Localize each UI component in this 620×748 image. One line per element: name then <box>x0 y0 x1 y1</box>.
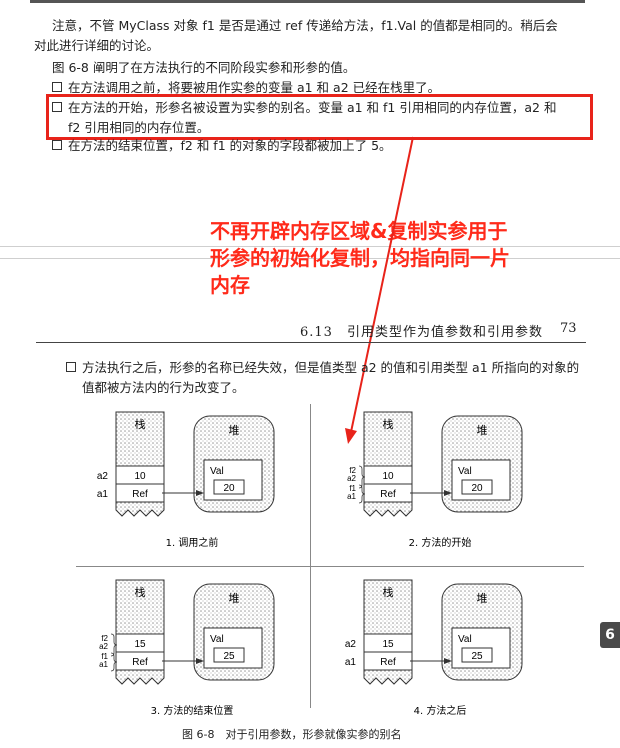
annotation-line1: 不再开辟内存区域&复制实参用于 <box>210 219 508 243</box>
variable-label: f2 <box>101 634 108 643</box>
page-separator <box>0 246 620 247</box>
stack-label: 栈 <box>135 417 146 431</box>
variable-label: a2 <box>347 474 356 483</box>
variable-label: f1 <box>349 484 356 493</box>
bullet-text-continued: f2 引用相同的内存位置。 <box>68 120 210 135</box>
checkbox-bullet-icon <box>66 362 76 372</box>
variable-label: a2 <box>97 471 109 482</box>
ref-label: Ref <box>380 657 396 668</box>
ref-label: Ref <box>380 489 396 500</box>
val-field-label: Val <box>210 634 224 645</box>
memory-diagram: 栈堆 15Ref Val 25 f2a2f1a1 3. 方法的结束位置 <box>99 579 275 717</box>
bullet-text: 在方法的开始，形参名被设置为实参的别名。变量 a1 和 f1 引用相同的内存位置… <box>68 100 557 115</box>
heap-label: 堆 <box>477 424 488 437</box>
brace-icon <box>110 652 118 672</box>
stack-value: 10 <box>134 471 146 482</box>
variable-label: a1 <box>97 489 109 500</box>
val-field-value: 25 <box>471 651 483 662</box>
val-field-box <box>461 647 493 663</box>
page-number: 73 <box>560 321 577 336</box>
variable-label: a1 <box>345 657 357 668</box>
heap-label: 堆 <box>229 592 240 605</box>
panel-caption: 1. 调用之前 <box>166 536 219 549</box>
figure-divider-horizontal <box>76 566 584 567</box>
memory-diagram: 栈堆 10Ref Val 20 f2a2f1a1 2. 方法的开始 <box>347 411 523 549</box>
side-tab: 6 <box>600 622 620 648</box>
val-field-label: Val <box>458 634 472 645</box>
val-field-label: Val <box>210 466 224 477</box>
val-field-box <box>213 647 245 663</box>
variable-label: f2 <box>349 466 356 475</box>
figure-caption: 图 6-8 对于引用参数，形参就像实参的别名 <box>182 728 402 741</box>
val-field-value: 20 <box>471 483 483 494</box>
bullet-text: 在方法调用之前，将要被用作实参的变量 a1 和 a2 已经在栈里了。 <box>68 80 441 95</box>
paragraph-note-line1: 注意，不管 MyClass 对象 f1 是否是通过 ref 传递给方法，f1.V… <box>52 18 558 33</box>
page-header-title: 6.13 引用类型作为值参数和引用参数 <box>300 325 543 340</box>
bullet-text: 在方法的结束位置，f2 和 f1 的对象的字段都被加上了 5。 <box>68 138 392 153</box>
bullet-before-call: 在方法调用之前，将要被用作实参的变量 a1 和 a2 已经在栈里了。 <box>52 78 440 98</box>
panel-caption: 2. 方法的开始 <box>409 536 472 549</box>
heap-label: 堆 <box>229 424 240 437</box>
annotation-line3: 内存 <box>210 273 250 297</box>
figure-reference-paragraph: 图 6-8 阐明了在方法执行的不同阶段实参和形参的值。 <box>52 60 356 75</box>
brace-icon <box>358 484 366 504</box>
checkbox-bullet-icon <box>52 102 62 112</box>
after-method-text: 方法执行之后，形参的名称已经失效，但是值类型 a2 的值和引用类型 a1 所指向… <box>82 360 580 375</box>
page-separator <box>0 258 620 259</box>
panel-caption: 4. 方法之后 <box>414 704 467 717</box>
checkbox-bullet-icon <box>52 82 62 92</box>
annotation-line2: 形参的初始化复制，均指向同一片 <box>210 246 510 270</box>
memory-diagram: 栈堆 15Ref Val 25 a2 a1 4. 方法之后 <box>345 579 523 717</box>
stack-value: 15 <box>134 639 146 650</box>
variable-label: a1 <box>347 492 356 501</box>
bullet-method-start: 在方法的开始，形参名被设置为实参的别名。变量 a1 和 f1 引用相同的内存位置… <box>52 98 592 138</box>
paragraph-note-line2: 对此进行详细的讨论。 <box>34 38 160 53</box>
bullet-method-end: 在方法的结束位置，f2 和 f1 的对象的字段都被加上了 5。 <box>52 136 392 156</box>
val-field-value: 25 <box>223 651 235 662</box>
figure-divider-vertical <box>310 404 311 708</box>
checkbox-bullet-icon <box>52 140 62 150</box>
memory-diagram: 栈堆 10Ref Val 20 a2 a1 1. 调用之前 <box>97 411 275 549</box>
variable-label: f1 <box>101 652 108 661</box>
variable-label: a1 <box>99 660 108 669</box>
top-edge-rule <box>30 0 585 3</box>
stack-value: 10 <box>382 471 394 482</box>
highlight-box <box>46 94 593 140</box>
stack-value: 15 <box>382 639 394 650</box>
panel-caption: 3. 方法的结束位置 <box>151 704 234 717</box>
val-field-box <box>461 479 493 495</box>
val-field-label: Val <box>458 466 472 477</box>
ref-label: Ref <box>132 489 148 500</box>
variable-label: a2 <box>99 642 108 651</box>
paragraph-note: 注意，不管 MyClass 对象 f1 是否是通过 ref 传递给方法，f1.V… <box>34 16 592 56</box>
annotation-text: 不再开辟内存区域&复制实参用于 形参的初始化复制，均指向同一片 内存 <box>210 218 510 299</box>
after-method-bullet: 方法执行之后，形参的名称已经失效，但是值类型 a2 的值和引用类型 a1 所指向… <box>66 358 596 398</box>
heap-label: 堆 <box>477 592 488 605</box>
val-field-value: 20 <box>223 483 235 494</box>
val-field-box <box>213 479 245 495</box>
stack-label: 栈 <box>383 585 394 599</box>
ref-label: Ref <box>132 657 148 668</box>
header-rule <box>36 342 586 343</box>
after-method-text-continued: 值都被方法内的行为改变了。 <box>82 380 245 395</box>
variable-label: a2 <box>345 639 357 650</box>
stack-label: 栈 <box>383 417 394 431</box>
stack-label: 栈 <box>135 585 146 599</box>
